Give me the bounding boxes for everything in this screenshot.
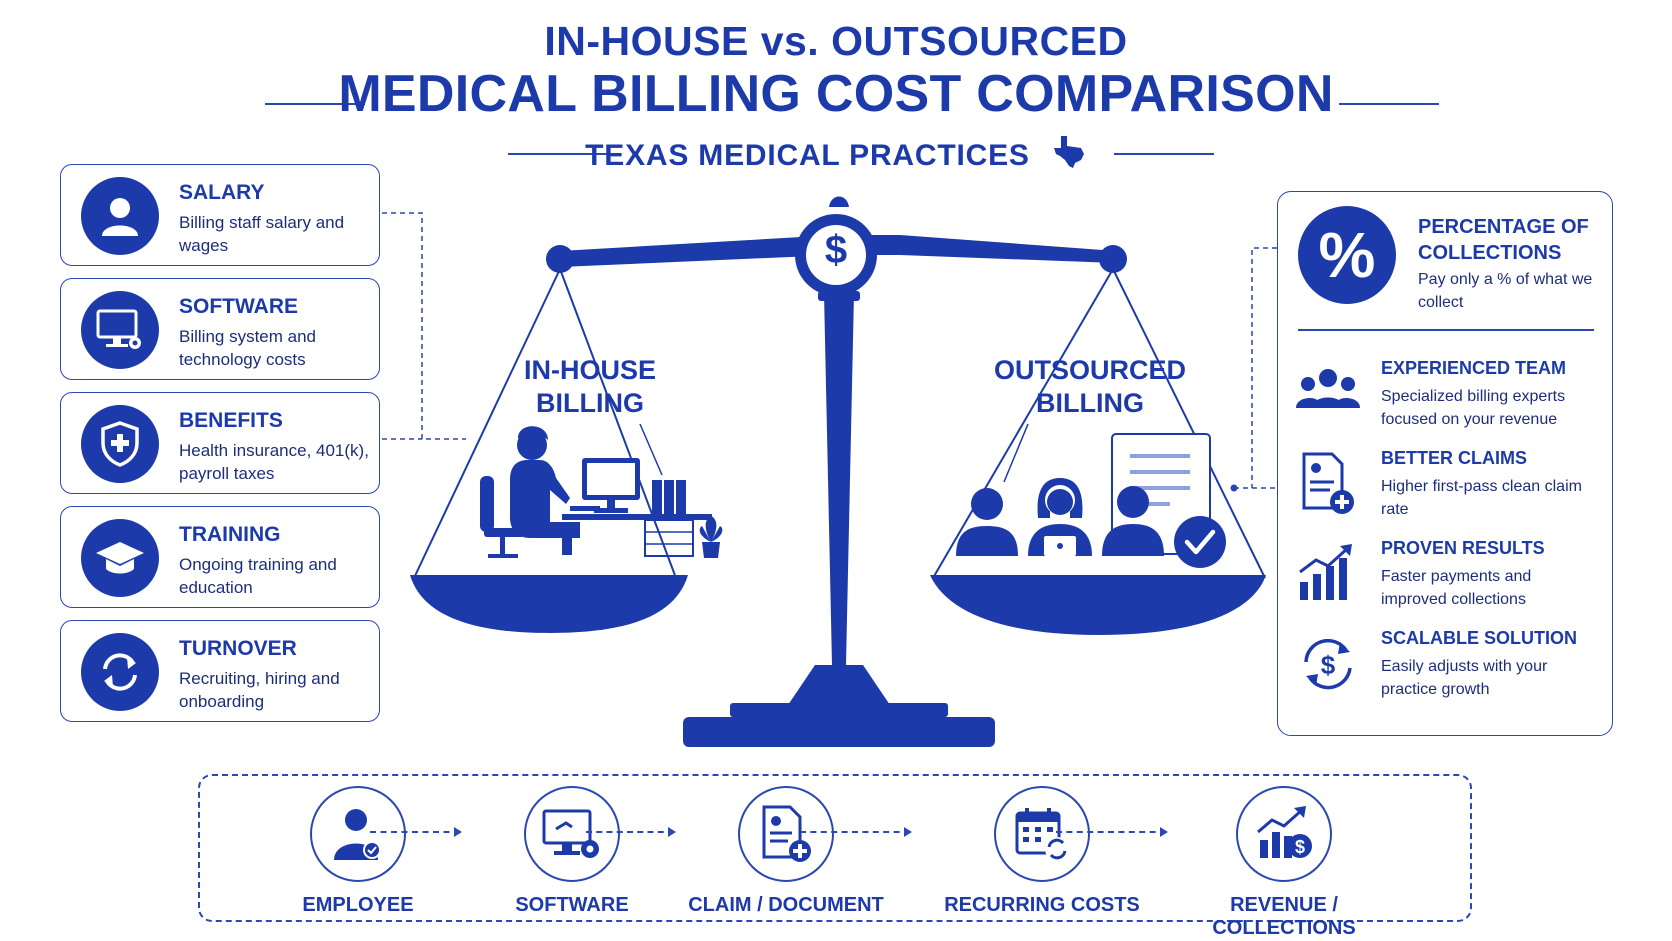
revenue-chart-icon: $ [1236, 786, 1332, 882]
cost-desc: Billing system and technology costs [179, 327, 317, 369]
title-rule-right [1339, 103, 1439, 105]
outsourced-label: OUTSOURCED BILLING [993, 355, 1186, 418]
cost-card-software: SOFTWARE Billing system and technology c… [60, 278, 380, 380]
step-label: REVENUE / COLLECTIONS [1212, 894, 1356, 939]
benefit-desc: Faster payments and improved collections [1381, 568, 1532, 608]
step-software: SOFTWARE [464, 786, 684, 916]
subtitle-text: TEXAS MEDICAL PRACTICES [585, 139, 1030, 172]
outsourced-team-illustration [956, 433, 1226, 568]
svg-text:$: $ [1295, 837, 1305, 857]
dollar-cycle-icon: $ [1304, 638, 1352, 690]
in-house-label: IN-HOUSE BILLING [523, 355, 656, 418]
title-rule-left [265, 103, 365, 105]
subtitle: TEXAS MEDICAL PRACTICES [0, 134, 1672, 173]
right-connector [1234, 247, 1277, 489]
process-flow: EMPLOYEE SOFTWARE CLAIM / DOCUMENT RECUR… [198, 774, 1472, 939]
dollar-symbol: $ [824, 228, 848, 272]
calendar-cycle-icon [994, 786, 1090, 882]
cost-card-training: TRAINING Ongoing training and education [60, 506, 380, 608]
person-icon [81, 177, 159, 255]
percentage-desc: Pay only a % of what we collect [1418, 271, 1593, 311]
step-revenue: $ REVENUE / COLLECTIONS [1176, 786, 1396, 939]
step-claim: CLAIM / DOCUMENT [678, 786, 898, 916]
benefit-title: EXPERIENCED TEAM [1381, 358, 1567, 378]
growth-chart-icon [1299, 544, 1352, 600]
title-line-1: IN-HOUSE vs. OUTSOURCED [544, 18, 1128, 64]
claim-document-icon [1302, 452, 1354, 514]
benefit-desc: Specialized billing experts focused on y… [1381, 388, 1566, 428]
benefit-desc: Easily adjusts with your practice growth [1381, 658, 1548, 698]
outsourced-benefits-panel: % PERCENTAGE OF COLLECTIONS Pay only a %… [1277, 191, 1613, 736]
benefit-title: SCALABLE SOLUTION [1381, 628, 1577, 648]
balance-scale [410, 196, 1266, 747]
cost-title: SOFTWARE [179, 295, 298, 318]
flow-arrow [800, 827, 912, 837]
outsourced-pointer [1003, 423, 1029, 483]
benefit-scalable-solution: $ SCALABLE SOLUTION Easily adjusts with … [1278, 628, 1612, 718]
subtitle-rule-left [508, 153, 608, 155]
employee-icon [310, 786, 406, 882]
left-connector [382, 212, 466, 440]
in-house-pointer [639, 423, 663, 476]
cost-title: SALARY [179, 181, 265, 204]
step-label: RECURRING COSTS [944, 894, 1140, 916]
step-employee: EMPLOYEE [250, 786, 470, 916]
flow-arrow [1056, 827, 1168, 837]
benefit-title: PROVEN RESULTS [1381, 538, 1545, 558]
flow-arrow [370, 827, 462, 837]
step-label: CLAIM / DOCUMENT [688, 894, 884, 916]
benefit-desc: Higher first-pass clean claim rate [1381, 478, 1582, 518]
flow-arrow [586, 827, 676, 837]
cost-card-turnover: TURNOVER Recruiting, hiring and onboardi… [60, 620, 380, 722]
computer-gear-icon [81, 291, 159, 369]
cost-card-salary: SALARY Billing staff salary and wages [60, 164, 380, 266]
cost-desc: Health insurance, 401(k), payroll taxes [179, 441, 369, 483]
team-icon [1296, 369, 1360, 408]
cost-title: TRAINING [179, 523, 281, 546]
benefit-better-claims: BETTER CLAIMS Higher first-pass clean cl… [1278, 448, 1612, 538]
cost-desc: Ongoing training and education [179, 555, 337, 597]
shield-plus-icon [81, 405, 159, 483]
page-title: MEDICAL BILLING COST COMPARISON [338, 65, 1334, 123]
benefit-experienced-team: EXPERIENCED TEAM Specialized billing exp… [1278, 358, 1612, 448]
graduation-cap-icon [81, 519, 159, 597]
claim-icon [738, 786, 834, 882]
percentage-title: PERCENTAGE OF COLLECTIONS [1418, 216, 1589, 264]
subtitle-rule-right [1114, 153, 1214, 155]
cost-title: BENEFITS [179, 409, 283, 432]
cost-desc: Recruiting, hiring and onboarding [179, 669, 340, 711]
right-connector-dot [1230, 484, 1238, 492]
step-label: EMPLOYEE [302, 894, 414, 916]
percent-icon: % [1298, 206, 1396, 304]
software-icon [524, 786, 620, 882]
benefit-proven-results: PROVEN RESULTS Faster payments and impro… [1278, 538, 1612, 628]
step-label: SOFTWARE [515, 894, 629, 916]
cycle-arrows-icon [81, 633, 159, 711]
svg-text:$: $ [1321, 650, 1336, 680]
in-house-worker-illustration [480, 426, 723, 558]
cost-card-benefits: BENEFITS Health insurance, 401(k), payro… [60, 392, 380, 494]
cost-desc: Billing staff salary and wages [179, 213, 345, 255]
texas-icon [1053, 136, 1084, 168]
step-recurring-costs: RECURRING COSTS [934, 786, 1154, 916]
panel-divider [1298, 329, 1594, 331]
dollar-medallion-icon [795, 214, 877, 296]
benefit-title: BETTER CLAIMS [1381, 448, 1527, 468]
cost-title: TURNOVER [179, 637, 297, 660]
